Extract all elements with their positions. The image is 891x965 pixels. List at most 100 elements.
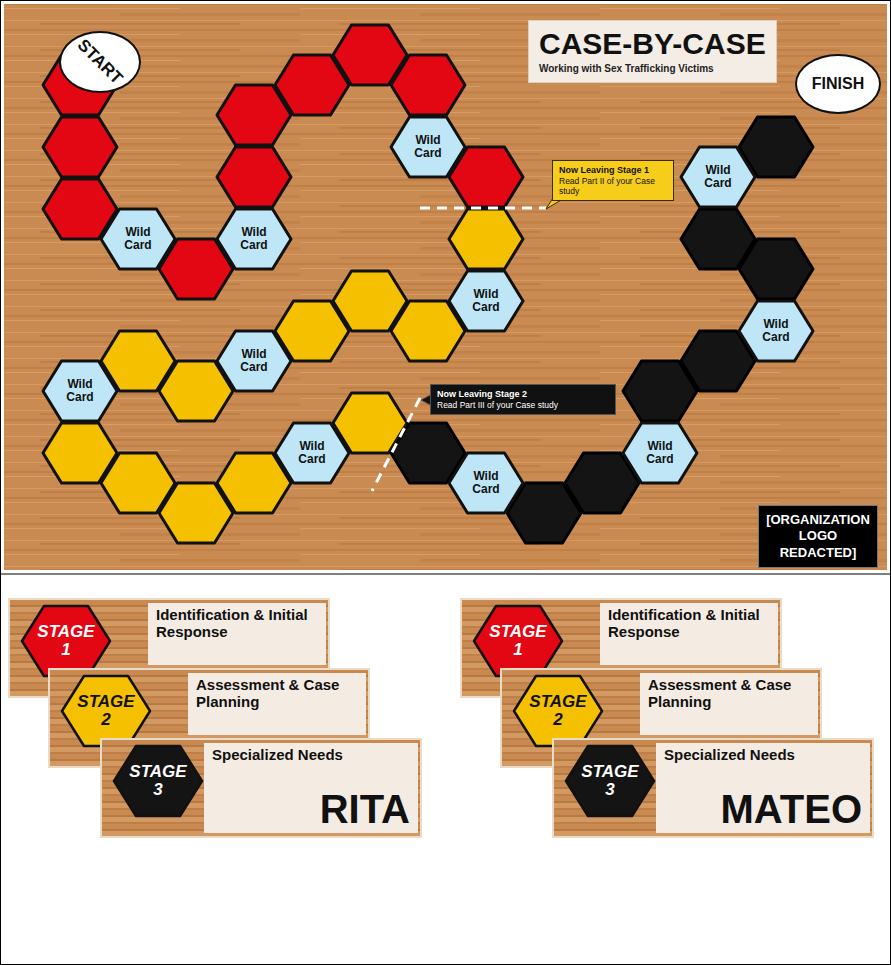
stage-number: STAGE 2 <box>524 693 592 729</box>
wild-card-hex: Wild Card <box>273 421 351 485</box>
wild-card-hex: Wild Card <box>215 207 293 271</box>
path-hex <box>217 147 291 207</box>
stage-hexagon: STAGE 2 <box>512 674 604 748</box>
text-holder: STAGE 3 <box>124 744 192 818</box>
wild-card-label: Wild Card <box>116 226 160 251</box>
hex-shape <box>43 361 117 421</box>
logo-placeholder: [ORGANIZATION LOGO REDACTED] <box>763 512 873 561</box>
path-hex <box>43 117 117 177</box>
path-hex <box>449 209 523 269</box>
terminal-label: FINISH <box>812 75 864 93</box>
text-holder: Now Leaving Stage 1Read Part II of your … <box>559 165 667 196</box>
wood-board <box>4 4 887 570</box>
stage-card: Specialized NeedsRITASTAGE 3 <box>100 738 422 838</box>
stage-name: Specialized Needs <box>212 747 410 764</box>
wild-card-hex: Wild Card <box>447 269 525 333</box>
hex-shape <box>739 301 813 361</box>
text-holder: Wild Card <box>464 451 508 515</box>
stage-2-path <box>43 209 523 543</box>
stage-name: Identification & Initial Response <box>608 607 770 641</box>
card-label-panel: Identification & Initial Response <box>148 603 326 665</box>
text-holder: [ORGANIZATION LOGO REDACTED] <box>763 512 873 561</box>
terminal-label: START <box>73 35 126 88</box>
hex-shape <box>391 117 465 177</box>
hex-shape <box>62 676 150 746</box>
wild-card-label: Wild Card <box>232 348 276 373</box>
hex-shape <box>275 423 349 483</box>
text-holder: Wild Card <box>696 145 740 209</box>
wild-card-label: Wild Card <box>464 470 508 495</box>
text-holder: STAGE 2 <box>72 674 140 748</box>
stage-name: Assessment & Case Planning <box>196 677 358 711</box>
wild-card-label: Wild Card <box>290 440 334 465</box>
hex-shape <box>217 209 291 269</box>
wild-card-label: Wild Card <box>58 378 102 403</box>
stage-callout: Now Leaving Stage 1Read Part II of your … <box>552 160 674 201</box>
text-holder: STAGE 3 <box>576 744 644 818</box>
text-holder: Wild Card <box>290 421 334 485</box>
wild-card-label: Wild Card <box>464 288 508 313</box>
stage-boundary <box>372 398 420 491</box>
stage-hexagon: STAGE 3 <box>564 744 656 818</box>
wild-card-label: Wild Card <box>406 134 450 159</box>
stage-1-path <box>43 25 523 299</box>
hex-shape <box>449 271 523 331</box>
wild-card-hex: Wild Card <box>41 359 119 423</box>
game-subtitle: Working with Sex Trafficking Victims <box>539 62 766 75</box>
stage-callout: Now Leaving Stage 2Read Part III of your… <box>430 384 616 415</box>
text-holder: Wild Card <box>232 329 276 393</box>
hex-shape <box>114 746 202 816</box>
card-label-panel: Specialized NeedsRITA <box>204 743 418 833</box>
hex-shape <box>22 606 110 676</box>
stage-3-path <box>391 117 813 543</box>
stage-name: Identification & Initial Response <box>156 607 318 641</box>
wild-card-hex: Wild Card <box>447 451 525 515</box>
wild-card-hex: Wild Card <box>621 421 699 485</box>
hex-shape <box>623 423 697 483</box>
game-title: CASE-BY-CASE <box>539 27 766 60</box>
text-holder: STAGE 2 <box>524 674 592 748</box>
text-holder: Wild Card <box>58 359 102 423</box>
wild-card-label: Wild Card <box>754 318 798 343</box>
stage-number: STAGE 2 <box>72 693 140 729</box>
wild-card-hex: Wild Card <box>99 207 177 271</box>
terminal-oval: FINISH <box>795 54 881 114</box>
logo-box: [ORGANIZATION LOGO REDACTED] <box>758 505 878 568</box>
stage-number: STAGE 1 <box>484 623 552 659</box>
text-holder: STAGE 1 <box>484 604 552 678</box>
card-label-panel: Specialized NeedsMATEO <box>656 743 870 833</box>
path-hex <box>681 209 755 269</box>
text-holder: Wild Card <box>638 421 682 485</box>
terminal-oval: START <box>59 31 141 93</box>
text-holder: Wild Card <box>406 115 450 179</box>
hex-shape <box>566 746 654 816</box>
stage-name: Specialized Needs <box>664 747 862 764</box>
stage-hexagon: STAGE 3 <box>112 744 204 818</box>
path-hex <box>391 55 465 115</box>
divider-line <box>0 574 891 575</box>
card-label-panel: Identification & Initial Response <box>600 603 778 665</box>
hex-shape <box>681 147 755 207</box>
stage-boundary <box>420 207 546 210</box>
wild-card-hex: Wild Card <box>679 145 757 209</box>
text-holder: FINISH <box>797 56 879 112</box>
hex-shape <box>449 453 523 513</box>
callout-note: Read Part III of your Case study <box>437 400 609 410</box>
stage-name: Assessment & Case Planning <box>648 677 810 711</box>
text-holder: Now Leaving Stage 2Read Part III of your… <box>437 389 609 410</box>
wild-card-label: Wild Card <box>696 164 740 189</box>
title-panel: CASE-BY-CASE Working with Sex Trafficking… <box>528 20 777 83</box>
stage-number: STAGE 3 <box>576 763 644 799</box>
stage-card: Specialized NeedsMATEO STAGE 3 <box>552 738 874 838</box>
hex-shape <box>217 331 291 391</box>
text-holder: STAGE 1 <box>32 604 100 678</box>
text-holder: Wild Card <box>116 207 160 271</box>
callout-note: Read Part II of your Case study <box>559 176 667 196</box>
wild-card-label: Wild Card <box>232 226 276 251</box>
callout-heading: Now Leaving Stage 1 <box>559 165 667 176</box>
text-holder: START <box>61 33 139 91</box>
wild-card-hex: Wild Card <box>737 299 815 363</box>
text-holder: CASE-BY-CASE Working with Sex Trafficking… <box>539 27 766 75</box>
